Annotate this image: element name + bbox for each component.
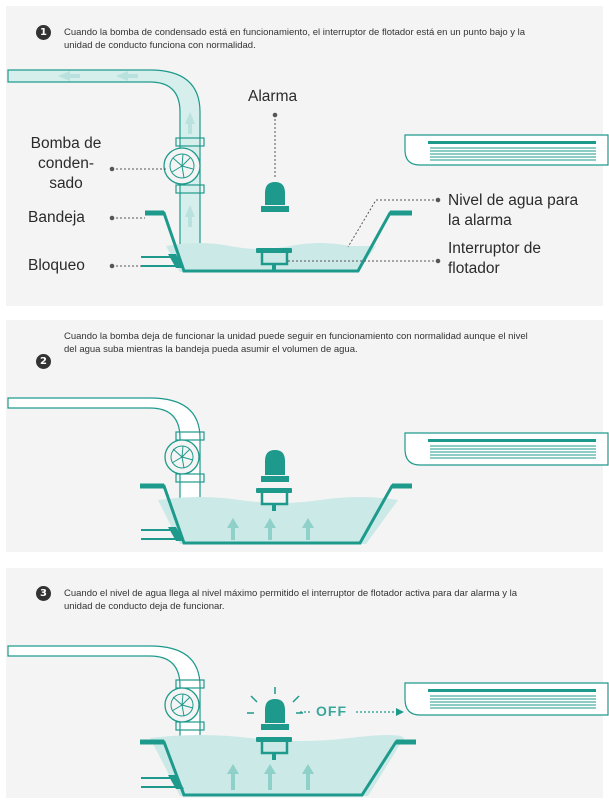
flow-arrow-icon [302,518,314,540]
block [141,777,176,788]
flow-arrow-icon [185,112,195,134]
label-pump: Bomba de conden- sado [30,135,102,192]
float-switch-icon [256,488,292,511]
block [141,256,176,267]
flow-arrow-icon [227,764,239,790]
duct-unit-icon [404,134,609,166]
off-arrow-head [396,708,404,716]
block [141,529,176,540]
panel-1-caption: Cuando la bomba de condensado está en fu… [64,27,526,51]
water [166,243,376,272]
label-alarm: Alarma [248,88,298,105]
panel-3-caption: Cuando el nivel de agua llega al nivel m… [64,588,518,612]
water [150,735,404,796]
label-alarm-level: Nivel de agua para la alarma [448,192,579,229]
step-number-3: 3 [36,586,51,601]
flow-arrow-icon [264,518,276,540]
step-number-2: 2 [36,354,51,369]
label-block: Bloqueo [28,257,85,274]
alarm-beacon-icon [261,450,289,482]
panel-2-caption: Cuando la bomba deja de funcionar la uni… [64,331,528,355]
duct-unit-icon [404,682,609,716]
condensate-pump-icon [164,431,205,483]
flow-arrow-icon [116,71,138,81]
flow-arrow-icon [264,764,276,790]
float-switch-icon [256,737,292,760]
alarm-beacon-icon [261,182,289,212]
float-switch-icon [256,248,292,270]
flow-arrow-icon [58,71,80,81]
label-tray: Bandeja [28,209,85,226]
off-label: OFF [316,703,347,719]
alarm-beacon-icon [247,687,303,730]
condensate-pump-icon [163,137,205,194]
condensate-pump-icon [164,679,205,731]
flow-arrow-icon [185,205,195,227]
water [158,497,398,544]
flow-arrow-icon [302,764,314,790]
label-float-switch: Interruptor de flotador [448,240,542,277]
step-number-1: 1 [36,25,51,40]
flow-arrow-icon [227,518,239,540]
duct-unit-icon [404,432,609,466]
